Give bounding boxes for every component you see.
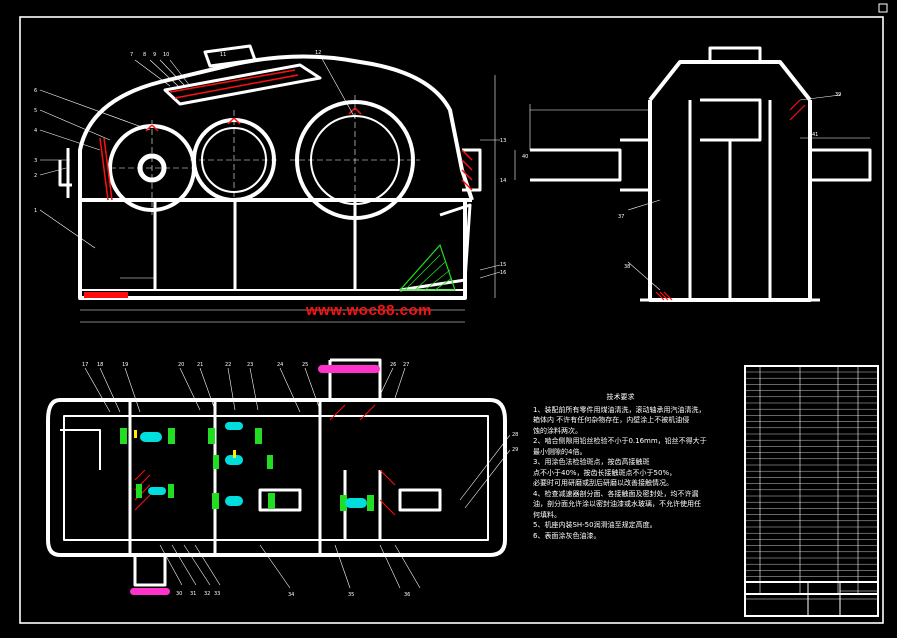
front-green-hatch [398, 243, 456, 291]
side-dimensions [514, 94, 870, 291]
callout-number: 38 [624, 264, 631, 270]
side-view [530, 46, 872, 302]
callout-number: 3 [34, 158, 38, 164]
callout-number: 31 [190, 591, 197, 597]
callout-number: 17 [82, 362, 89, 368]
plan-view [46, 358, 507, 587]
callout-number: 26 [390, 362, 397, 368]
callout-number: 1 [34, 208, 38, 214]
note-line: 箱体内 不许有任何杂物存在，内壁涂上不被机油侵 [533, 416, 690, 424]
plan-green-bearings [120, 428, 374, 511]
callout-number: 37 [618, 214, 625, 220]
plan-cyan-bearings [140, 422, 367, 508]
side-red-hatch [655, 99, 806, 301]
callout-number: 15 [500, 262, 507, 268]
magenta-bottom-cap [130, 588, 170, 595]
corner-mark [878, 3, 888, 13]
drawing-border [19, 16, 884, 624]
note-line: 4、检查减速器剖分面、各接触面及密封处，均不许漏 [533, 489, 699, 498]
note-line: 3、用涂色法检验斑点，按齿高接触斑 [533, 458, 650, 466]
watermark: www.woc88.com [306, 302, 432, 319]
callout-number: 32 [204, 591, 211, 597]
callout-number: 14 [500, 178, 507, 184]
callout-number: 29 [512, 447, 519, 453]
parts-list [744, 365, 879, 595]
callout-number: 20 [178, 362, 185, 368]
plan-yellow-marks [134, 430, 236, 458]
callout-number: 2 [34, 173, 38, 179]
callout-number: 33 [214, 591, 221, 597]
note-line: 蚀的涂料两次。 [533, 426, 582, 435]
callout-number: 41 [812, 132, 819, 138]
callout-number: 7 [130, 52, 134, 58]
callout-number: 35 [348, 592, 355, 598]
front-leaders [39, 54, 501, 279]
callout-number: 40 [522, 154, 529, 160]
title-block [744, 581, 879, 617]
note-line: 2、啮合侧隙用铅丝检验不小于0.16mm，铅丝不得大于 [533, 437, 707, 445]
callout-number: 21 [197, 362, 204, 368]
callout-number: 36 [404, 592, 411, 598]
callout-number: 30 [176, 591, 183, 597]
callout-number: 5 [34, 108, 38, 114]
callout-number: 24 [277, 362, 284, 368]
callout-number: 9 [153, 52, 157, 58]
callout-number: 18 [97, 362, 104, 368]
plan-leaders [84, 367, 511, 589]
parts-list-rows [745, 371, 878, 577]
callout-number: 10 [163, 52, 170, 58]
note-line: 5、机座内装SH-50润滑油至规定高度。 [533, 521, 657, 529]
note-line: 1、装配前所有零件用煤油清洗，滚动轴承用汽油清洗， [533, 405, 706, 414]
callout-number: 8 [143, 52, 147, 58]
front-red-bar [84, 292, 128, 298]
front-green-hatch-lines [404, 254, 453, 291]
callout-number: 28 [512, 432, 519, 438]
callout-number: 27 [403, 362, 410, 368]
callout-number: 22 [225, 362, 232, 368]
callout-number: 39 [835, 92, 842, 98]
technical-notes: 技术要求 1、装配前所有零件用煤油清洗，滚动轴承用汽油清洗， 箱体内 不许有任何… [533, 392, 748, 541]
callout-number: 4 [34, 128, 38, 134]
note-line: 最小侧隙的4倍。 [533, 447, 587, 456]
callout-number: 6 [34, 88, 38, 94]
callout-number: 25 [302, 362, 309, 368]
callout-number: 12 [315, 50, 322, 56]
notes-title: 技术要求 [606, 393, 635, 401]
callout-number: 34 [288, 592, 295, 598]
callout-number: 11 [220, 52, 227, 58]
callout-number: 16 [500, 270, 507, 276]
note-line: 6、表面涂灰色油漆。 [533, 531, 601, 540]
callout-number: 13 [500, 138, 507, 144]
note-line: 必要时可用研磨或刮后研磨以改善接触情况。 [533, 479, 673, 487]
callout-number: 19 [122, 362, 129, 368]
note-line: 何填料。 [533, 510, 561, 519]
callout-number: 23 [247, 362, 254, 368]
front-red-hatch [99, 69, 473, 201]
plan-red-hatch [134, 404, 396, 516]
front-view [58, 44, 482, 300]
note-line: 点不小于40%，按齿长接触斑点不小于50%， [533, 468, 677, 477]
note-line: 油，剖分面允许涂以密封油漆或水玻璃，不允许使用任 [533, 500, 701, 508]
magenta-top-cap [318, 365, 380, 373]
front-dimensions [80, 75, 496, 323]
